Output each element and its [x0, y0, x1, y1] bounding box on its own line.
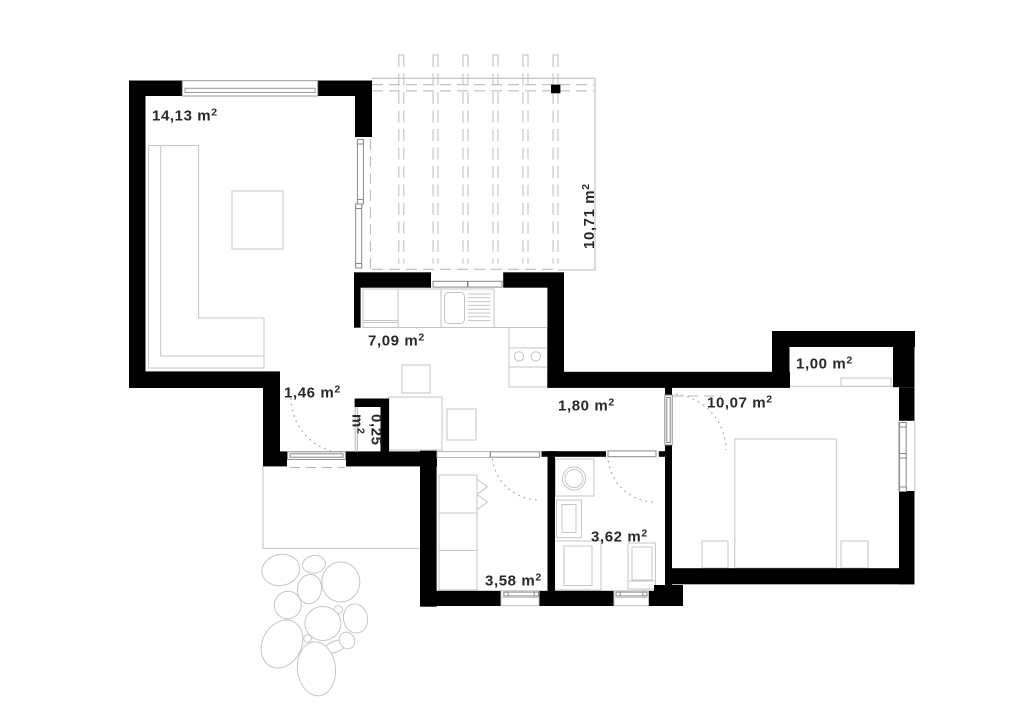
- svg-text:1,00 m2: 1,00 m2: [796, 355, 852, 373]
- svg-text:14,13 m2: 14,13 m2: [152, 107, 217, 125]
- svg-text:0,25: 0,25: [368, 414, 385, 446]
- svg-text:1,46 m2: 1,46 m2: [284, 384, 340, 402]
- svg-text:3,62 m2: 3,62 m2: [591, 528, 647, 546]
- svg-text:10,71 m2: 10,71 m2: [580, 184, 598, 249]
- svg-text:7,09 m2: 7,09 m2: [368, 332, 424, 350]
- svg-text:10,07 m2: 10,07 m2: [707, 394, 772, 412]
- svg-text:1,80 m2: 1,80 m2: [558, 397, 614, 415]
- svg-text:3,58 m2: 3,58 m2: [485, 572, 541, 590]
